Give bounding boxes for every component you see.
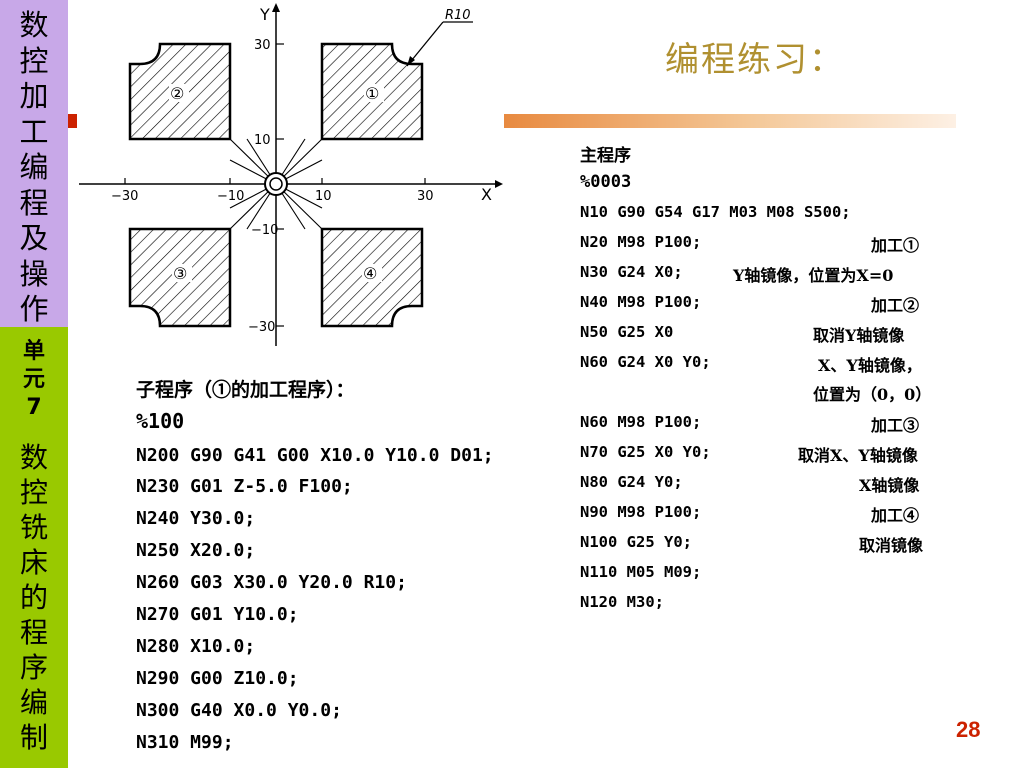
sidebar-course-title: 数 控 加 工 编 程 及 操 作 [0,8,68,328]
sidebar-char: 编 [19,686,48,719]
sidebar-char: 数 [19,441,48,474]
code-line: N230 G01 Z-5.0 F100; [136,476,353,497]
page-number: 28 [956,717,981,742]
tick-label-x10: 10 [315,189,332,204]
code-comment: 位置为（0，0） [813,385,932,404]
sidebar-char: 作 [19,292,49,326]
code-line: N270 G01 Y10.0; [136,604,299,625]
tick-label-y30: 30 [254,38,271,53]
code-comment: 取消Y轴镜像 [813,326,905,345]
code-line: N260 G03 X30.0 Y20.0 R10; [136,572,407,593]
tick-label-xm30: −30 [111,189,138,204]
subprogram-panel: 子程序（①的加工程序）： %100 N200 G90 G41 G00 X10.0… [132,367,556,768]
origin-circle [264,172,288,196]
x-axis-label: X [481,185,492,204]
region-4-label: ④ [363,264,377,283]
subprogram-header: 子程序（①的加工程序）： [136,379,355,401]
code-comment: X、Y轴镜像， [818,356,922,375]
sidebar-unit-label: 单 元 7 [0,338,68,422]
code-comment: 取消镜像 [859,536,924,555]
tick-label-ym30: −30 [248,320,275,335]
code-line: N90 M98 P100; [580,503,702,521]
sidebar-char: 程 [19,616,48,649]
y-axis-label: Y [259,5,270,24]
sidebar-char: 元 [22,367,45,392]
code-line: N70 G25 X0 Y0; [580,443,711,461]
code-line: N250 X20.0; [136,540,256,561]
sidebar-char: 加 [19,79,49,113]
tick-label-y10: 10 [254,133,271,148]
sidebar-char: 工 [19,114,49,149]
sidebar-char: 控 [19,43,49,78]
code-comment: 取消X、Y轴镜像 [798,446,918,465]
sidebar-top-band [0,0,68,327]
region-3-label: ③ [173,264,187,283]
code-line: N110 M05 M09; [580,563,702,581]
subprogram-number: %100 [136,409,185,433]
code-line: N240 Y30.0; [136,508,256,529]
code-line: N200 G90 G41 G00 X10.0 Y10.0 D01; [136,445,494,466]
code-line: N100 G25 Y0; [580,533,692,551]
sidebar-char: 操 [19,256,49,291]
sidebar-char: 编 [19,150,49,184]
code-comment: Y轴镜像，位置为X=0 [733,266,894,285]
slide-title: 编程练习： [665,40,845,80]
sidebar-unit-title: 数 控 铣 床 的 程 序 编 制 [0,440,68,755]
sidebar-char: 控 [19,476,48,509]
radius-label: R10 [445,8,471,23]
sidebar-char: 的 [19,581,48,614]
sidebar-char: 序 [19,651,48,684]
sidebar-char: 床 [19,546,48,579]
code-line: N60 G24 X0 Y0; [580,353,711,371]
cnc-diagram: 30 10 −10 −30 −30 −10 10 30 X Y ① ② ③ ④ … [77,0,504,351]
code-line: N300 G40 X0.0 Y0.0; [136,700,342,721]
code-line: N120 M30; [580,593,664,611]
code-line: N20 M98 P100; [580,233,702,251]
tick-label-x30: 30 [417,189,434,204]
sidebar-char: 数 [19,8,49,42]
cnc-diagram-svg: 30 10 −10 −30 −30 −10 10 30 X Y ① ② ③ ④ … [79,3,503,346]
region-2-label: ② [170,84,184,103]
tick-label-ym10: −10 [251,223,278,238]
code-line: N40 M98 P100; [580,293,702,311]
radius-leader-arrow [407,56,415,66]
x-axis-arrow [495,180,503,188]
code-line: N10 G90 G54 G17 M03 M08 S500; [580,203,851,221]
code-line: N30 G24 X0; [580,263,683,281]
code-comment: 加工① [871,236,920,255]
code-line: N80 G24 Y0; [580,473,683,491]
code-comment: 加工④ [871,506,920,525]
origin-inner-circle [269,177,283,191]
code-line: N60 M98 P100; [580,413,702,431]
accent-gradient-bar [504,114,956,128]
sidebar-char: 7 [26,395,42,420]
sidebar-char: 铣 [19,511,48,544]
code-line: N290 G00 Z10.0; [136,668,299,689]
mainprogram-number: %0003 [580,172,632,192]
sidebar-char: 制 [19,721,48,754]
y-axis-arrow [272,3,280,12]
region-1-label: ① [365,84,379,103]
tick-label-xm10: −10 [217,189,244,204]
sidebar-char: 单 [22,339,45,364]
code-comment: 加工③ [871,416,920,435]
code-line: N280 X10.0; [136,636,256,657]
sidebar-char: 程 [19,185,49,220]
code-line: N310 M99; [136,732,234,753]
code-comment: 加工② [871,296,920,315]
mainprogram-panel: 主程序 %0003 N10 G90 G54 G17 M03 M08 S500; … [576,136,964,620]
code-line: N50 G25 X0 [580,323,674,341]
mainprogram-header: 主程序 [580,146,631,166]
sidebar-bottom-band [0,327,68,768]
sidebar-char: 及 [19,221,49,255]
code-comment: X轴镜像 [859,476,920,495]
